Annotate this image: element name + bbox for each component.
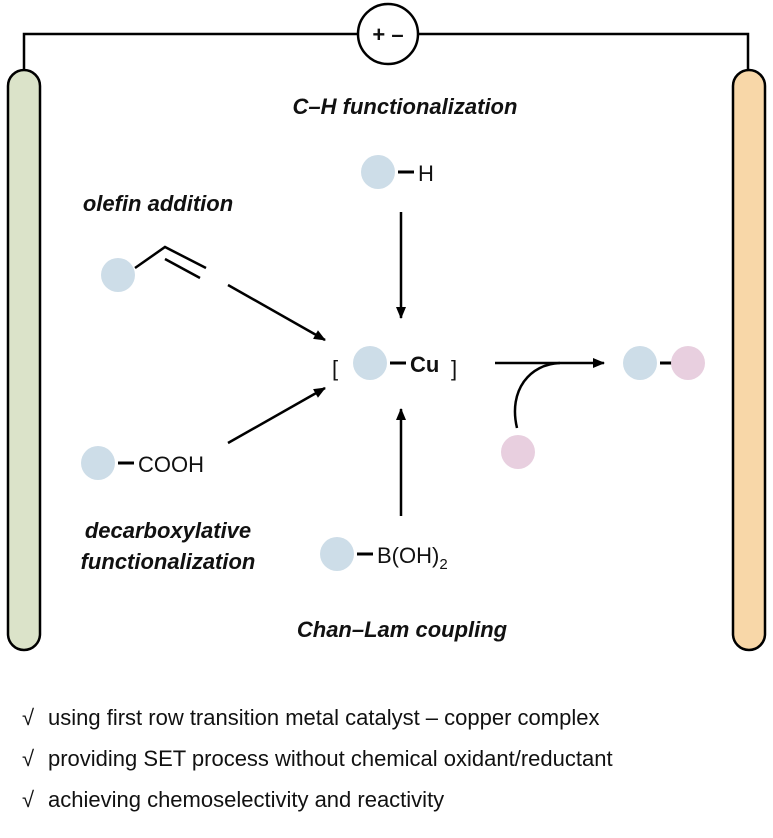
label-olefin-addition: olefin addition bbox=[83, 191, 233, 216]
check-icon: √ bbox=[22, 787, 35, 812]
list-item: √ achieving chemoselectivity and reactivi… bbox=[22, 788, 613, 812]
label-ch-functionalization: C–H functionalization bbox=[293, 94, 518, 119]
substrate-olefin bbox=[101, 245, 207, 292]
check-icon: √ bbox=[22, 746, 35, 771]
substrate-boronic-acid: B(OH)2 bbox=[320, 537, 448, 573]
copper-label: Cu bbox=[410, 352, 439, 377]
substrate-dot bbox=[101, 258, 135, 292]
arrow-from-cooh bbox=[227, 386, 326, 445]
check-icon: √ bbox=[22, 705, 35, 730]
list-item-text: providing SET process without chemical o… bbox=[48, 746, 613, 771]
list-item: √ providing SET process without chemical … bbox=[22, 747, 613, 771]
bracket-right: ] bbox=[451, 356, 457, 381]
coupling-partner-dot bbox=[501, 435, 535, 469]
substrate-dot bbox=[353, 346, 387, 380]
product bbox=[623, 346, 705, 380]
list-item-text: using first row transition metal catalys… bbox=[48, 705, 600, 730]
copper-intermediate: [ Cu ] bbox=[332, 346, 457, 381]
coupling-partner-arc bbox=[513, 361, 561, 429]
arrow-from-olefin bbox=[227, 283, 326, 342]
boronic-acid-main: B(OH) bbox=[377, 543, 439, 568]
bracket-left: [ bbox=[332, 356, 338, 381]
label-chan-lam: Chan–Lam coupling bbox=[297, 617, 508, 642]
label-decarboxylative-line2: functionalization bbox=[81, 549, 256, 574]
product-dot-pink bbox=[671, 346, 705, 380]
cathode-electrode bbox=[731, 68, 767, 652]
label-decarboxylative-line1: decarboxylative bbox=[85, 518, 251, 543]
anode-electrode bbox=[6, 68, 42, 652]
boronic-acid-subscript: 2 bbox=[439, 556, 447, 573]
cooh-label: COOH bbox=[138, 452, 204, 477]
reaction-diagram: + – C–H functionalization olefin additio… bbox=[6, 2, 767, 652]
hydrogen-label: H bbox=[418, 161, 434, 186]
substrate-cooh: COOH bbox=[81, 446, 204, 480]
boronic-acid-label: B(OH)2 bbox=[377, 543, 448, 573]
product-dot-blue bbox=[623, 346, 657, 380]
substrate-ch: H bbox=[361, 155, 434, 189]
substrate-dot bbox=[320, 537, 354, 571]
power-source-symbol: + – bbox=[372, 22, 403, 47]
substrate-dot bbox=[361, 155, 395, 189]
power-source-circle bbox=[356, 2, 420, 66]
substrate-dot bbox=[81, 446, 115, 480]
power-source: + – bbox=[356, 2, 420, 66]
feature-list: √ using first row transition metal cataly… bbox=[22, 706, 613, 829]
list-item-text: achieving chemoselectivity and reactivit… bbox=[48, 787, 445, 812]
list-item: √ using first row transition metal cataly… bbox=[22, 706, 613, 730]
circuit-wire bbox=[22, 32, 750, 84]
